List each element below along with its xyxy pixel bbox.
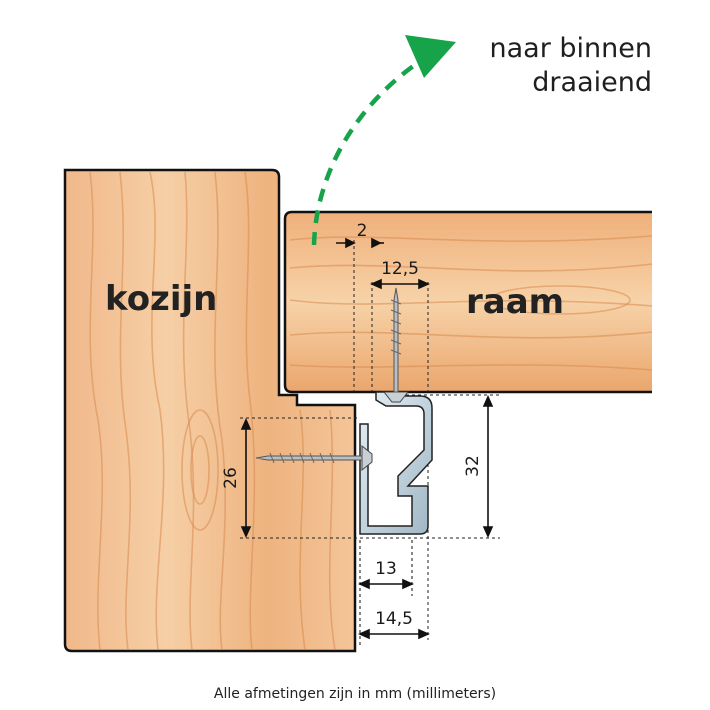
dim-profile-width-outer: 14,5 (375, 609, 413, 629)
frame-wood (63, 168, 357, 653)
sash-screw (382, 287, 410, 403)
dim-frame-depth: 26 (221, 467, 241, 489)
dimension-arrows (240, 237, 494, 645)
rotation-arrow-path (311, 56, 427, 246)
rotation-arrow-head-icon (405, 35, 456, 78)
frame-screw (255, 444, 373, 472)
caption: Alle afmetingen zijn in mm (millimeters) (214, 686, 496, 702)
dim-profile-height: 32 (463, 455, 483, 477)
rotation-label-line2: draaiend (532, 67, 652, 98)
metal-profile (359, 391, 433, 535)
frame-label: kozijn (105, 279, 217, 319)
rotation-label-line1: naar binnen (490, 33, 652, 64)
dim-gap: 2 (357, 221, 368, 241)
sash-label: raam (466, 282, 564, 322)
dim-profile-width-inner: 13 (375, 559, 397, 579)
sash-wood (283, 210, 653, 394)
dim-sash-depth: 12,5 (381, 259, 419, 279)
